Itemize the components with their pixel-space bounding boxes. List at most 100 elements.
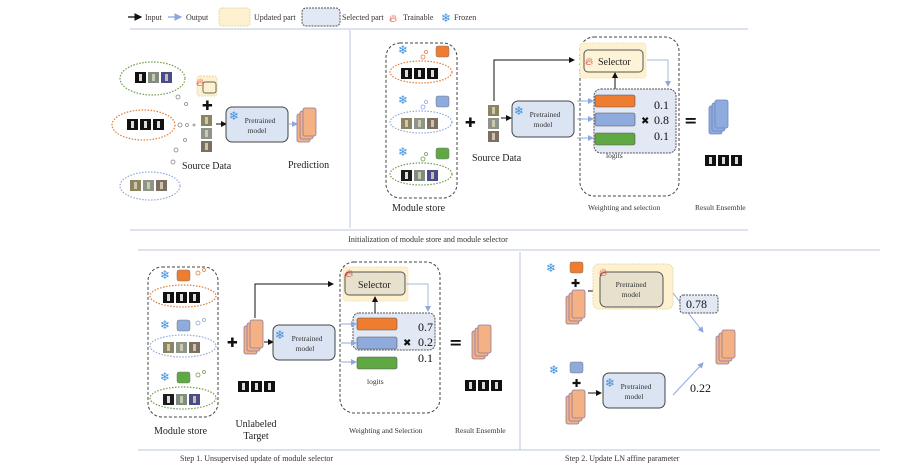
logit-bar-green <box>356 356 398 370</box>
snowflake-icon: ❄ <box>549 363 559 377</box>
thought-cloud <box>111 109 176 141</box>
snowflake-icon: ❄ <box>229 109 239 123</box>
result-ensemble-label: Result Ensemble <box>695 203 746 212</box>
output-arrow <box>406 283 431 312</box>
weight-value: 0.22 <box>690 381 711 395</box>
digit-stroke <box>152 74 155 81</box>
digit-stroke <box>482 382 485 389</box>
thought-cloud <box>389 60 453 84</box>
flame-icon: 🔥︎ <box>345 267 353 280</box>
thought-cloud <box>389 110 453 134</box>
digit-stroke <box>431 120 434 127</box>
prediction-label: Prediction <box>288 160 329 171</box>
thought-bubble <box>420 54 426 60</box>
logit-bar-orange <box>594 94 636 108</box>
thought-bubble <box>424 152 428 156</box>
selector-label: Selector <box>358 280 391 291</box>
unlabeled-target-label: Target <box>243 431 268 442</box>
digit-stroke <box>180 344 183 351</box>
thought-bubble <box>202 318 206 322</box>
result-digits <box>465 380 502 391</box>
model-label: Pretrained <box>616 280 647 289</box>
digit-stroke <box>147 182 150 189</box>
pretrained-model <box>602 372 666 409</box>
plus-icon: ✚ <box>227 336 238 351</box>
weight-value: 0.8 <box>654 113 669 127</box>
thought-bubble <box>184 102 188 106</box>
digit-stroke <box>268 383 271 390</box>
plus-icon: ✚ <box>465 116 476 131</box>
digit-stroke <box>144 121 147 128</box>
weight-value: 0.1 <box>654 98 669 112</box>
thought-bubble <box>175 94 181 100</box>
digit-stroke <box>180 396 183 403</box>
logit-bar-orange <box>356 317 398 331</box>
thought-bubble <box>202 268 206 272</box>
legend: Input Output Updated part Selected part … <box>128 7 476 27</box>
module-square <box>435 45 450 58</box>
model-label: model <box>622 290 641 299</box>
result-ensemble-label: Result Ensemble <box>455 426 506 435</box>
module-store-box <box>147 266 219 418</box>
digit-stroke <box>193 396 196 403</box>
snowflake-icon: ❄ <box>160 268 170 282</box>
prediction-stack <box>565 289 586 325</box>
module-square <box>176 319 191 332</box>
thought-cloud <box>149 386 217 410</box>
digit-stroke <box>709 157 712 164</box>
snowflake-icon: ❄ <box>398 93 408 107</box>
digit-stroke <box>495 382 498 389</box>
plus-icon: ✚ <box>571 277 580 290</box>
thought-cloud <box>119 171 181 201</box>
thought-bubble <box>420 156 426 162</box>
prediction-stack <box>243 319 264 355</box>
prediction-card <box>571 389 586 419</box>
thought-bubble <box>424 100 428 104</box>
pretrained-model <box>225 106 289 143</box>
digit-stroke <box>167 396 170 403</box>
digit-stroke <box>431 70 434 77</box>
thought-bubble <box>420 104 426 110</box>
snowflake-icon: ❄ <box>398 43 408 57</box>
digit-stroke <box>160 182 163 189</box>
step1-caption: Step 1. Unsupervised update of module se… <box>180 454 333 463</box>
digit-stroke <box>180 294 183 301</box>
legend-updated-part: Updated part <box>254 13 296 22</box>
model-label: model <box>296 344 315 353</box>
prediction-card <box>721 329 736 359</box>
prediction-stack <box>715 329 736 365</box>
digit-stroke <box>167 294 170 301</box>
module-box <box>202 81 217 94</box>
source-data-label: Source Data <box>182 161 232 172</box>
panel-source-training: 🔥︎ ✚ ❄ Pretrained model Source Data Pred… <box>182 75 329 172</box>
thought-bubble <box>177 122 183 128</box>
panel-step2: ❄ ✚ 🔥︎ Pretrained model 0.78 ❄ ✚ ❄ Pretr… <box>546 261 719 409</box>
step2-caption: Step 2. Update LN affine parameter <box>565 454 680 463</box>
thought-bubble <box>195 270 201 276</box>
snowflake-icon: ❄ <box>546 261 556 275</box>
multiply-icon: ✖ <box>403 338 411 349</box>
digit-stroke <box>165 74 168 81</box>
module-store-label: Module store <box>392 203 446 214</box>
digit-stroke <box>131 121 134 128</box>
logit-bar-blue <box>594 112 636 127</box>
flame-icon: 🔥︎ <box>585 55 593 68</box>
digit-stroke <box>405 70 408 77</box>
digit-stroke <box>193 294 196 301</box>
logit-bar-green <box>594 132 636 146</box>
flame-icon: 🔥︎ <box>599 266 607 279</box>
digit-stroke <box>418 172 421 179</box>
prediction-stack <box>565 389 586 425</box>
weight-value: 0.2 <box>418 335 433 349</box>
digit-stroke <box>205 143 208 150</box>
flame-icon: 🔥︎ <box>389 12 397 25</box>
model-label: Pretrained <box>245 116 276 125</box>
flame-icon: 🔥︎ <box>196 76 204 89</box>
digit-stroke <box>405 120 408 127</box>
source-data-label: Source Data <box>472 153 522 164</box>
selector-label: Selector <box>598 57 631 68</box>
generated-decorations: ❄ ❄ ❄ ❄ ❄ ❄ <box>111 43 742 425</box>
digit-stroke <box>405 172 408 179</box>
thought-cloud <box>389 162 453 186</box>
